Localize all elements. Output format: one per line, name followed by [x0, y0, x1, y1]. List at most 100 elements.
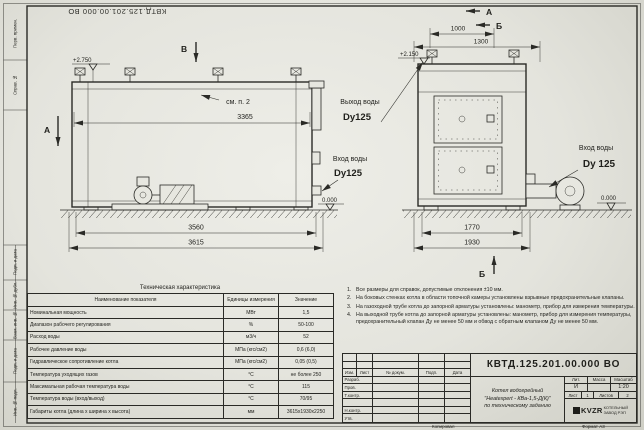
- kvzr-logo-text: KVZR: [580, 406, 603, 416]
- dim-1930-text: 1930: [464, 240, 480, 247]
- elev-zero-front-text: 0.000: [601, 196, 617, 202]
- tech-cell-unit: °С: [223, 367, 279, 382]
- tb-cell: [357, 361, 373, 370]
- tech-row: Диапазон рабочего регулирования%50-100: [27, 318, 334, 332]
- tb-cell: [445, 414, 471, 422]
- title-block: Изм. Лист № докум. Подп. Дата Разраб. Пр…: [342, 353, 637, 423]
- tb-cell: [373, 361, 419, 370]
- tb-cell: [445, 406, 471, 415]
- tb-cell: [419, 406, 445, 415]
- rotated-doc-code: КВТД.125.201.00.000 ВО: [67, 7, 167, 16]
- marker-a-text: А: [44, 125, 50, 135]
- dimension-3560: 3560: [75, 212, 317, 237]
- tb-col-podp: Подп.: [419, 369, 445, 377]
- pump-unit: [111, 176, 209, 211]
- tb-scale-value: 1:20: [611, 384, 636, 392]
- tech-header-unit: Единицы измерения: [223, 293, 279, 307]
- dimension-1930: 1930: [413, 212, 531, 252]
- tb-name-line1: Котел водогрейный: [491, 387, 544, 394]
- outlet-label: Выход воды: [340, 99, 379, 106]
- inlet-callout-front: Вход воды Dy 125: [548, 145, 616, 188]
- company-line2: ЗАВОД РЭП: [603, 409, 626, 415]
- inlet-front-size: Dy 125: [583, 159, 616, 170]
- tech-cell-value: 1,5: [278, 305, 334, 320]
- tb-col-data: Дата: [445, 369, 471, 377]
- tb-cell: [343, 399, 373, 407]
- tb-sheets-label: Листов: [594, 391, 619, 399]
- notes-list: 1.Все размеры для справок, допустимые от…: [347, 287, 635, 327]
- dimension-1300: 1300: [413, 39, 541, 62]
- tech-cell-name: Температура уходящих газов: [27, 367, 224, 382]
- section-markers-top: А Б: [466, 7, 502, 31]
- tech-cell-name: Расход воды: [27, 330, 224, 345]
- elev-2150-text: +2.150: [400, 52, 419, 58]
- safety-valve-icon: [426, 49, 438, 64]
- ground-line-front: [402, 209, 632, 218]
- tech-row: Габариты котла (длина х ширина х высота)…: [27, 405, 334, 419]
- tb-cell: [419, 376, 445, 385]
- tech-cell-unit: м3/ч: [223, 330, 279, 345]
- safety-valve-icon: [212, 67, 224, 82]
- tb-cell: [373, 406, 419, 415]
- tb-cell: [373, 384, 419, 392]
- elev-zero-side-text: 0.000: [322, 198, 338, 204]
- tb-product-name: Котел водогрейный "Heatexpert - КВа-1,5-…: [471, 376, 565, 422]
- dimension-3615: 3615: [68, 212, 324, 252]
- tb-doc-code: КВТД.125.201.00.000 ВО: [471, 354, 636, 377]
- tb-sheet-label: Лист: [565, 391, 582, 399]
- note-ref-text: см. п. 2: [226, 99, 250, 106]
- note-number: 2.: [347, 295, 352, 302]
- tech-cell-unit: МВт: [223, 305, 279, 320]
- section-marker-a-side: А: [44, 116, 61, 146]
- note-item: 4.На выходной трубе котла до запорной ар…: [347, 312, 635, 326]
- side-stubs: [308, 80, 325, 196]
- dim-3560-text: 3560: [188, 225, 204, 232]
- section-marker-b-bottom: Б: [479, 256, 497, 279]
- tb-col-list: Лист: [357, 369, 373, 377]
- tb-cell: [373, 391, 419, 400]
- tech-cell-name: Максимальная рабочая температура воды: [27, 380, 224, 394]
- tech-cell-unit: °С: [223, 380, 279, 394]
- tech-cell-value: 0,6 (6,0): [278, 343, 334, 357]
- tb-name-line2: "Heatexpert - КВа-1,5-Д(К)": [484, 395, 551, 402]
- dim-1770-text: 1770: [464, 225, 480, 232]
- tb-sheets-value: 2: [626, 392, 629, 398]
- boiler-body-front: [417, 63, 527, 211]
- format-label: Формат А3: [582, 423, 605, 429]
- inlet-callout-side: Вход воды Dy125: [321, 156, 367, 192]
- strip-label-vzam-inv: Взам. инв. №: [12, 311, 18, 339]
- safety-valve-icon: [508, 49, 520, 64]
- tech-header-name: Наименование показателя: [27, 293, 224, 307]
- tb-cell: [445, 399, 471, 407]
- tb-mass-value: [588, 384, 611, 392]
- tech-cell-name: Гидравлическое сопротивление котла: [27, 355, 224, 369]
- safety-valve-icon: [290, 67, 302, 82]
- tech-cell-value: 50-100: [278, 318, 334, 332]
- tech-cell-name: Диапазон рабочего регулирования: [27, 318, 224, 332]
- elevation-zero-side: 0.000: [318, 198, 344, 211]
- safety-valve-icon: [124, 67, 136, 82]
- tech-header-value: Значение: [278, 293, 334, 307]
- dim-3365-text: 3365: [237, 114, 253, 121]
- strip-label-podp-data-1: Подп. и дата: [12, 249, 18, 276]
- tech-header-row: Наименование показателя Единицы измерени…: [27, 293, 334, 307]
- tb-cell: [419, 399, 445, 407]
- tb-cell: [445, 361, 471, 370]
- strip-label-inv-dubl: Инв. № дубл.: [12, 281, 18, 309]
- note-item: 3.На газоходной трубе котла до запорной …: [347, 304, 635, 311]
- tb-cell: [445, 384, 471, 392]
- tb-col-izm: Изм.: [343, 369, 357, 377]
- tb-lit-label: Лит.: [565, 376, 588, 385]
- tech-title: Техническая характеристика: [139, 285, 221, 291]
- tb-lit-value: И: [565, 384, 588, 392]
- tb-sheet-value: 1: [582, 391, 594, 399]
- tb-cell: [343, 361, 357, 370]
- strip-label-perv-primen: Перв. примен.: [12, 18, 18, 48]
